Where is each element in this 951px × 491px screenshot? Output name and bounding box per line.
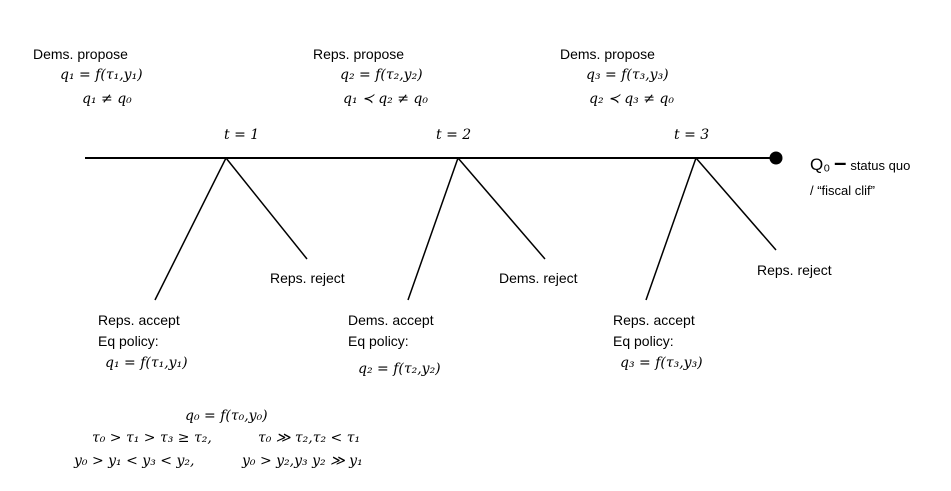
condition-y-order: y₀ > y₁ < y₃ < y₂, [74,453,195,469]
status-quo-text: status quo [850,158,911,173]
proposal-1-label: Dems. propose [33,46,128,62]
stage-1-label: t = 1 [224,127,260,143]
stage-3-label: t = 3 [674,127,710,143]
accept-3-label: Reps. accept [613,312,695,328]
status-quo-label: Q₀ – status quo [810,152,911,175]
reject-1-label: Reps. reject [270,270,345,286]
status-quo-dash: – [834,150,847,175]
accept-2-eq-label: Eq policy: [348,333,409,349]
reject-branch-3 [695,157,777,251]
status-quo-node [769,151,783,165]
accept-3-eq-label: Eq policy: [613,333,674,349]
accept-1-policy: q₁ = f(τ₁,y₁) [105,355,188,371]
status-quo-symbol: Q₀ [810,155,831,174]
accept-1-label: Reps. accept [98,312,180,328]
reject-branch-1 [225,157,308,260]
accept-2-label: Dems. accept [348,312,434,328]
reject-branch-2 [457,157,546,260]
condition-tau-order: τ₀ > τ₁ > τ₃ ≥ τ₂, [92,430,212,446]
fiscal-cliff-label: / “fiscal clif” [810,183,875,198]
proposal-1-condition: q₁ ≠ q₀ [82,91,132,107]
condition-y-relations: y₀ > y₂,y₃ y₂ ≫ y₁ [242,453,363,469]
proposal-3-label: Dems. propose [560,46,655,62]
accept-branch-3 [645,157,697,301]
proposal-1-rule: q₁ = f(τ₁,y₁) [60,67,143,83]
accept-branch-2 [407,157,459,301]
accept-1-eq-label: Eq policy: [98,333,159,349]
proposal-3-condition: q₂ ≺ q₃ ≠ q₀ [589,91,674,107]
proposal-3-rule: q₃ = f(τ₃,y₃) [586,67,669,83]
condition-q0: q₀ = f(τ₀,y₀) [185,408,268,424]
stage-2-label: t = 2 [436,127,472,143]
condition-tau-relations: τ₀ ≫ τ₂,τ₂ < τ₁ [258,430,361,446]
proposal-2-rule: q₂ = f(τ₂,y₂) [340,67,423,83]
accept-3-policy: q₃ = f(τ₃,y₃) [620,355,703,371]
accept-2-policy: q₂ = f(τ₂,y₂) [358,361,441,377]
reject-2-label: Dems. reject [499,270,578,286]
proposal-2-condition: q₁ ≺ q₂ ≠ q₀ [343,91,428,107]
accept-branch-1 [154,157,227,301]
proposal-2-label: Reps. propose [313,46,405,62]
reject-3-label: Reps. reject [757,262,832,278]
